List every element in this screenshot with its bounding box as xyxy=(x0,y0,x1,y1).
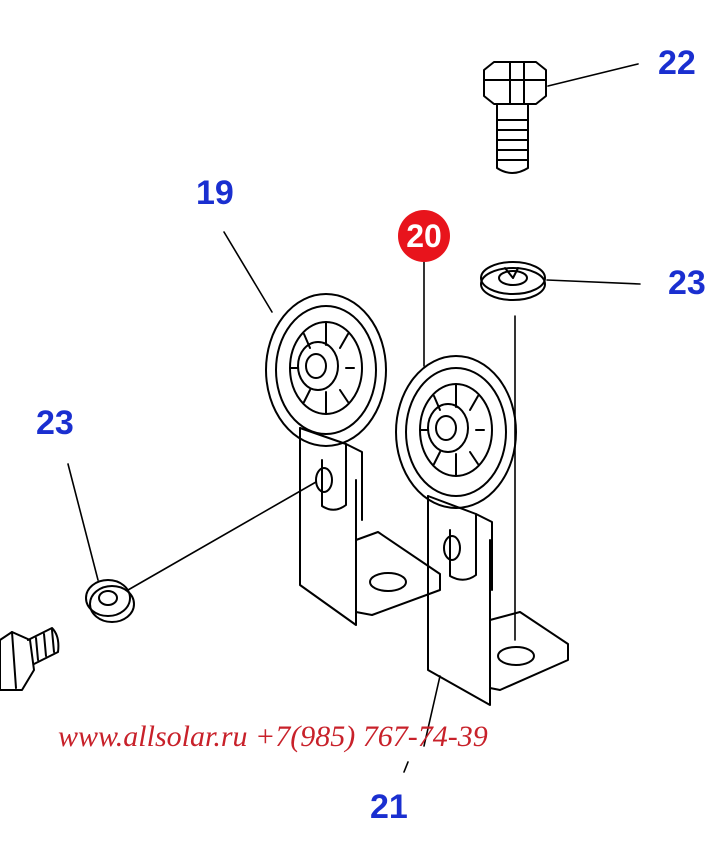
bolt-left xyxy=(0,627,60,691)
callout-19: 19 xyxy=(196,174,234,212)
callout-20-highlight: 20 xyxy=(398,210,450,262)
reflector-19 xyxy=(265,293,441,626)
washer-23-left xyxy=(85,579,135,623)
callout-23-right: 23 xyxy=(668,264,706,302)
callout-23-left: 23 xyxy=(36,404,74,442)
bolt-22 xyxy=(483,61,547,174)
watermark-text: www.allsolar.ru +7(985) 767-74-39 xyxy=(58,720,488,753)
callout-21: 21 xyxy=(370,788,408,826)
reflector-20 xyxy=(395,355,569,706)
washer-23-right xyxy=(480,261,546,301)
leader-lines xyxy=(67,63,641,773)
callout-22: 22 xyxy=(658,44,696,82)
